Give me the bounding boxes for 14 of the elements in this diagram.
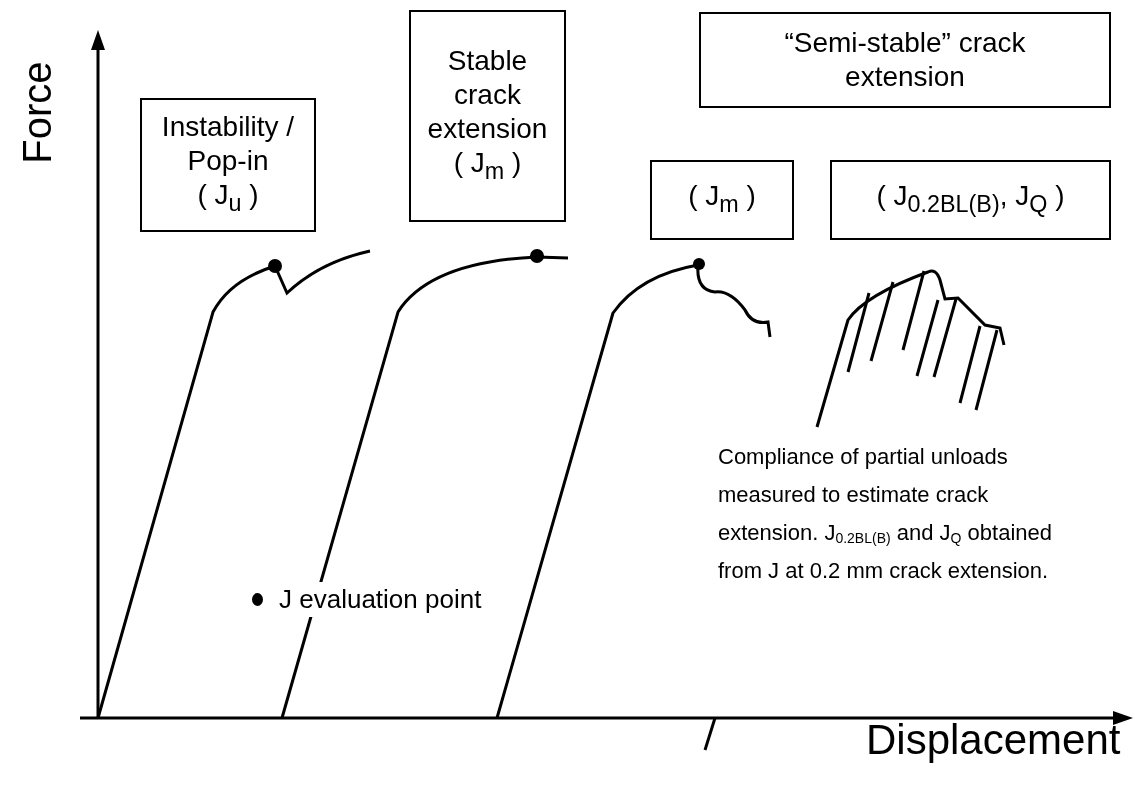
label-box <box>830 160 1111 240</box>
y-axis-label: Force <box>14 61 60 164</box>
label-box <box>699 12 1111 108</box>
box-text: Instability / Pop-in <box>160 110 296 179</box>
box-text: ( J$_{0.2BL(B)}$, J$_{Q}$ ) <box>876 179 1065 219</box>
box-text: ( J$_{m}$ ) <box>453 146 522 186</box>
label-box <box>140 98 316 232</box>
x-axis-label: Displacement <box>866 716 1121 764</box>
label-box <box>650 160 794 240</box>
box-text: Stable crack extension <box>426 44 549 147</box>
box-text: ( J$_{m}$ ) <box>688 179 756 219</box>
label-box <box>409 10 566 222</box>
box-text: ( J$_{u}$ ) <box>197 178 259 218</box>
box-text: “Semi-stable” crack extension <box>783 26 1027 94</box>
